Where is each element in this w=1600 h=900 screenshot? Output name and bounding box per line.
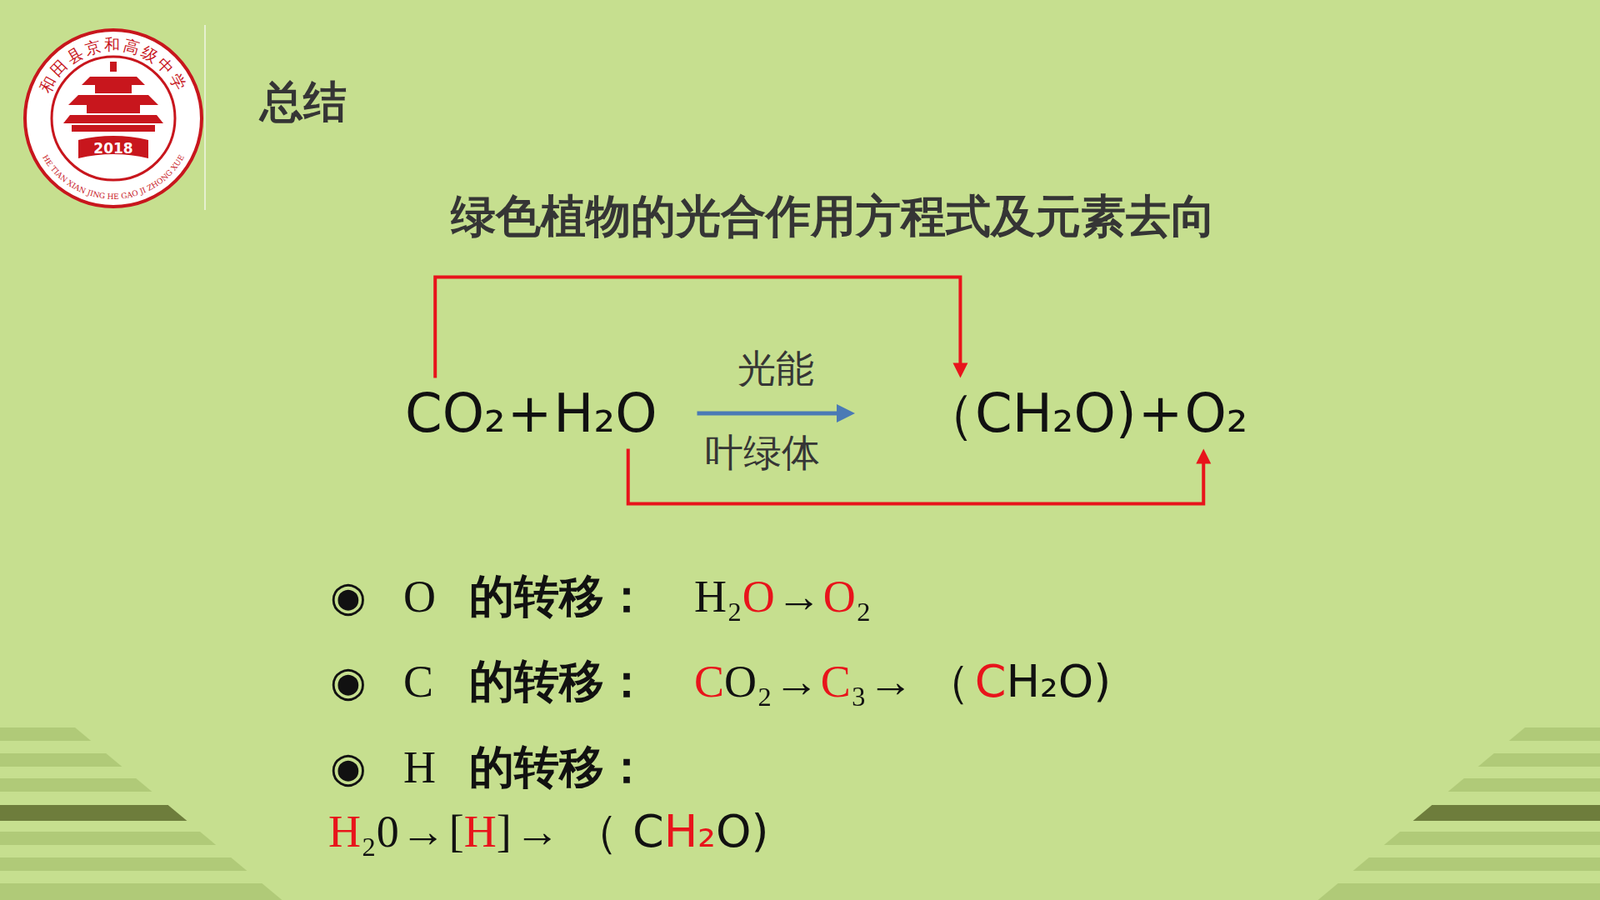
plus-sign: + [507, 381, 553, 446]
arrow-head [836, 404, 855, 423]
formula-text: CO₂ [405, 381, 506, 446]
transfer-text: ₂0 [360, 805, 400, 860]
school-logo: 2018 和田县京和高级中学 HE TIAN XIAN JING HE GAO … [20, 25, 207, 212]
transfer-text: H₂O) [1005, 655, 1111, 710]
stair-stripe [1448, 778, 1600, 792]
logo-ring [25, 30, 202, 207]
logo-pinyin-text: HE TIAN XIAN JING HE GAO JI ZHONG XUE [40, 153, 186, 201]
transfer-text: O [403, 570, 436, 625]
transfer-text: → [400, 805, 446, 860]
transfer-text: O [823, 570, 856, 625]
pagoda-symbol [63, 61, 164, 159]
transfer-text: 的转移： [469, 740, 650, 795]
slide-title: 总结 [260, 75, 347, 128]
transfer-text: → [774, 655, 820, 710]
condition-label: 叶绿体 [705, 430, 820, 476]
transfer-text: ₃ [850, 655, 867, 710]
stair-stripe [0, 857, 247, 871]
stair-stripe [0, 831, 216, 845]
stair-stripes [0, 727, 1600, 900]
formula-node: H₂O [553, 381, 657, 446]
transfer-text: → [776, 570, 822, 625]
connector-line [435, 277, 960, 379]
formula-node: （CH₂O) [921, 381, 1137, 446]
transfer-text: → [868, 655, 914, 710]
transfer-text: → [515, 805, 560, 860]
logo-name: 和田县京和高级中学 [35, 35, 191, 95]
transfer-text: O₂ [724, 655, 773, 710]
formula-text: H₂O [553, 381, 657, 446]
logo-name-text: 和田县京和高级中学 [35, 35, 191, 95]
heading: 绿色植物的光合作用方程式及元素去向 [450, 190, 1216, 245]
formula-text: （CH₂O) [921, 381, 1137, 446]
transfer-text: C [694, 655, 725, 710]
transfer-text: 的转移： [469, 570, 650, 625]
connector [697, 404, 856, 423]
transfer-text: ₂ [855, 570, 872, 625]
logo-inner-ring [51, 56, 175, 180]
arrow-head [952, 363, 968, 379]
transfer-text: H₂ [664, 805, 716, 860]
connector [435, 277, 968, 379]
plus-sign: + [1138, 381, 1184, 446]
connector-line [697, 410, 840, 415]
stair-stripe [0, 753, 122, 767]
transfer-text: H₂ [694, 570, 743, 625]
stair-stripe [1318, 883, 1600, 900]
transfer-text: O) [715, 805, 770, 860]
stair-stripe [1384, 831, 1600, 845]
transfer-text: H [464, 805, 497, 860]
transfer-text: C [975, 655, 1007, 710]
stair-stripe [0, 778, 152, 792]
stair-stripe [1353, 857, 1600, 871]
transfer-text: （ [925, 655, 970, 710]
formula-node: CO₂ [405, 381, 506, 446]
stair-stripe [0, 727, 91, 741]
transfer-text: H [328, 805, 361, 860]
transfer-text: ◉ [330, 571, 367, 622]
transfer-text: C [403, 655, 434, 710]
stair-stripe [0, 883, 282, 900]
transfer-text: （ C [573, 805, 665, 860]
transfer-text: H [403, 740, 436, 795]
formula-text: O₂ [1184, 381, 1248, 446]
transfer-text: ] [496, 805, 512, 860]
stair-stripe [1509, 727, 1600, 741]
transfer-text: O [742, 570, 775, 625]
transfer-text: ◉ [330, 742, 367, 793]
logo-pinyin: HE TIAN XIAN JING HE GAO JI ZHONG XUE [40, 153, 186, 201]
arrow-head [1195, 448, 1211, 464]
logo-year: 2018 [93, 140, 133, 157]
separator-line [204, 25, 206, 210]
formula-node: O₂ [1184, 381, 1248, 446]
condition-label: 光能 [737, 345, 815, 392]
transfer-text: [ [449, 805, 465, 860]
stair-stripe [1478, 753, 1600, 767]
stair-stripe [0, 805, 187, 821]
transfer-text: C [820, 655, 851, 710]
transfer-text: ◉ [330, 656, 367, 707]
transfer-text: 的转移： [469, 655, 650, 710]
stair-stripe [1413, 805, 1600, 821]
